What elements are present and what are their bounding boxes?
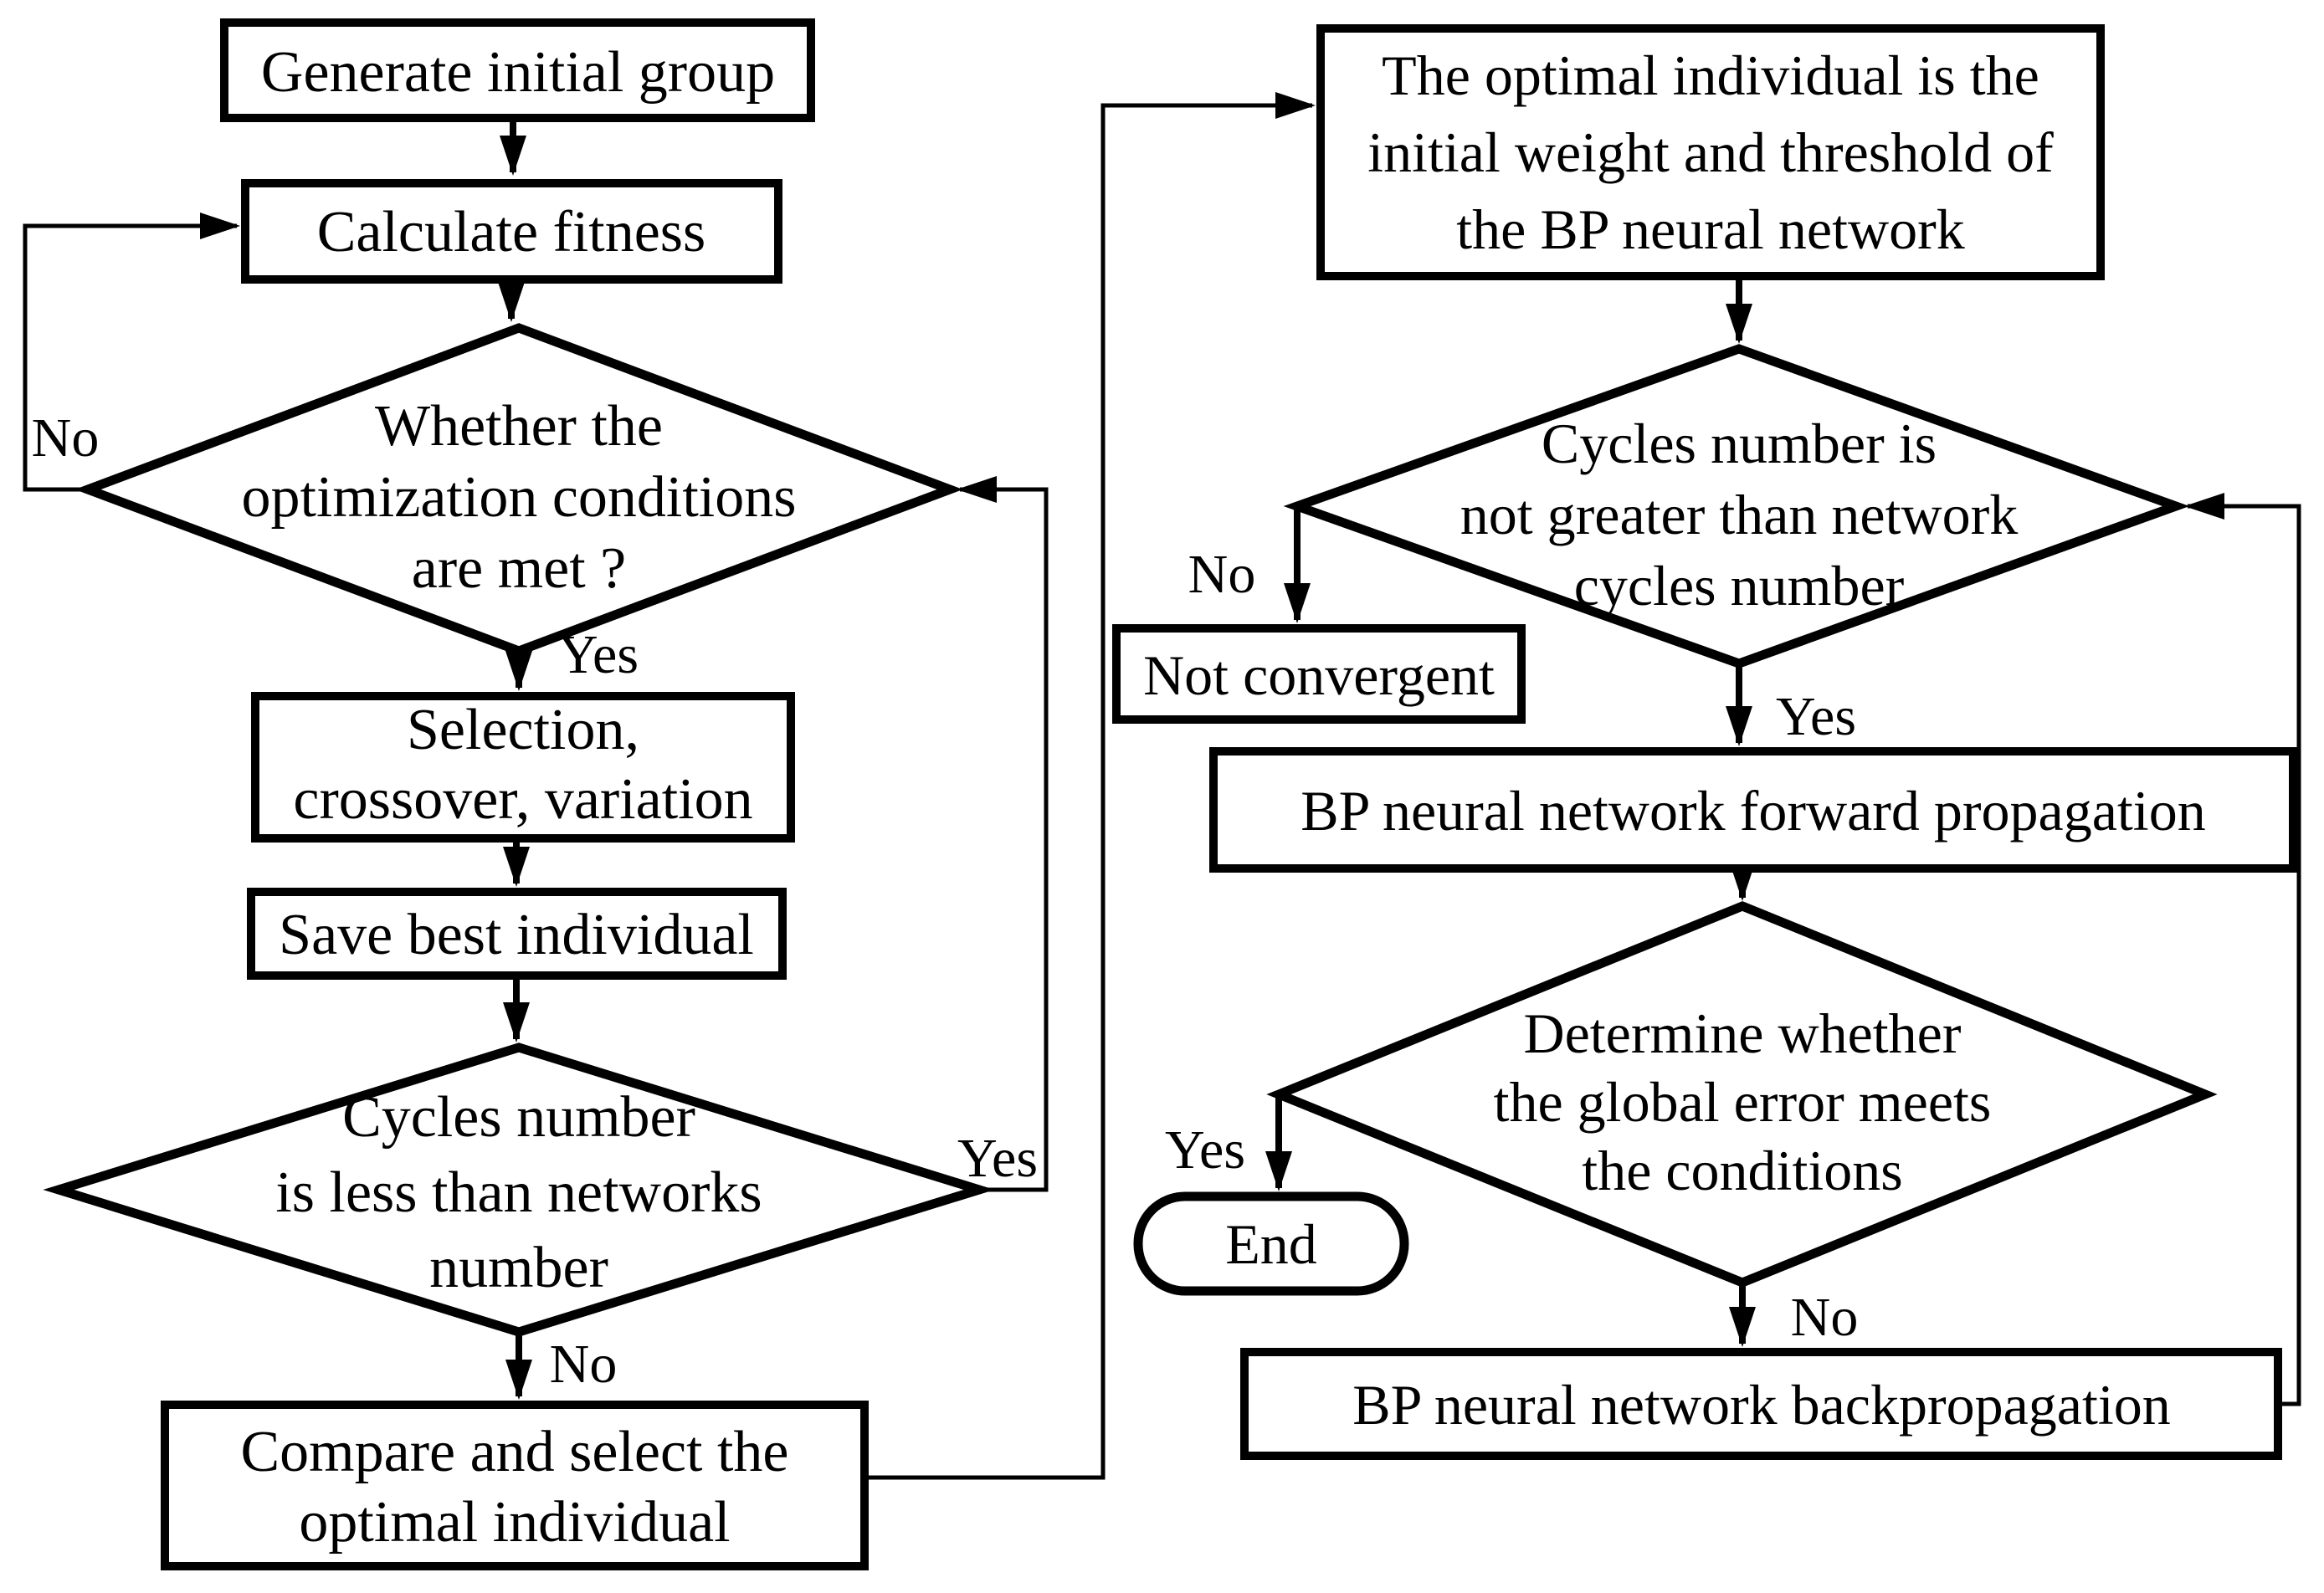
- process-save-best-individual: Save best individual: [247, 888, 787, 980]
- decision-global-error-meets-text-line-1: the global error meets: [1494, 1070, 1992, 1134]
- decision-cycles-less-than-networks-shape: [43, 1042, 995, 1337]
- process-optimal-individual-initial-weight-text-line-2: the BP neural network: [1456, 197, 1964, 261]
- process-bp-backpropagation-shape: [1240, 1348, 2282, 1460]
- decision-optimization-conditions-text-line-1: optimization conditions: [242, 465, 797, 530]
- edge-label-optimization-no: No: [32, 407, 100, 469]
- decision-optimization-conditions-text-line-2: are met ?: [412, 536, 626, 601]
- process-selection-crossover-variation-shape: [251, 692, 795, 843]
- terminator-end-text: End: [1225, 1212, 1317, 1276]
- process-generate-initial-group-text: Generate initial group: [261, 40, 775, 105]
- decision-optimization-conditions-text-line-0: Whether the: [375, 394, 663, 458]
- edge-label-cycles-no: No: [550, 1334, 618, 1395]
- edge-label-cycles-yes: Yes: [957, 1128, 1038, 1189]
- terminator-end-shape: [1133, 1191, 1409, 1296]
- decision-cycles-not-greater-shape: [1283, 344, 2190, 668]
- decision-cycles-less-than-networks: Cycles number is less than networks numb…: [43, 1042, 995, 1337]
- process-not-convergent-shape: [1112, 624, 1526, 724]
- process-not-convergent: Not convergent: [1112, 624, 1526, 724]
- process-selection-crossover-variation: Selection, crossover, variation: [251, 692, 795, 843]
- edge-label-not-greater-no: No: [1188, 544, 1256, 605]
- decision-optimization-conditions-shape: [74, 323, 963, 656]
- process-calculate-fitness-text: Calculate fitness: [317, 200, 706, 264]
- process-bp-backpropagation: BP neural network backpropagation: [1240, 1348, 2282, 1460]
- edge-cycles-yes-loop: [957, 476, 1049, 1192]
- process-not-convergent-text: Not convergent: [1143, 643, 1495, 707]
- process-bp-backpropagation-text: BP neural network backpropagation: [1352, 1373, 2171, 1437]
- process-bp-forward-propagation-shape: [1209, 747, 2297, 873]
- decision-cycles-less-than-networks-text-line-0: Cycles number: [342, 1085, 695, 1150]
- process-compare-select-optimal-text-line-1: optimal individual: [299, 1490, 730, 1555]
- decision-cycles-less-than-networks-text-line-1: is less than networks: [275, 1160, 762, 1225]
- process-generate-initial-group-shape: [220, 18, 815, 122]
- process-generate-initial-group: Generate initial group: [220, 18, 815, 122]
- process-optimal-individual-initial-weight-shape: [1316, 24, 2105, 280]
- decision-global-error-meets: Determine whether the global error meets…: [1266, 901, 2218, 1288]
- process-optimal-individual-initial-weight: The optimal individual is the initial we…: [1316, 24, 2105, 280]
- edge-label-global-error-yes: Yes: [1165, 1119, 1245, 1181]
- process-selection-crossover-variation-text-line-0: Selection,: [407, 698, 639, 762]
- process-optimal-individual-initial-weight-text-line-0: The optimal individual is the: [1382, 44, 2039, 107]
- edge-label-global-error-no: No: [1791, 1287, 1859, 1348]
- decision-cycles-not-greater-text-line-1: not greater than network: [1460, 483, 2019, 546]
- terminator-end: End: [1133, 1191, 1409, 1296]
- decision-cycles-not-greater-text-line-2: cycles number: [1574, 554, 1905, 617]
- decision-cycles-less-than-networks-text-line-2: number: [429, 1236, 608, 1300]
- process-bp-forward-propagation-text: BP neural network forward propagation: [1301, 779, 2205, 843]
- process-calculate-fitness: Calculate fitness: [241, 179, 782, 284]
- process-save-best-individual-shape: [247, 888, 787, 980]
- process-bp-forward-propagation: BP neural network forward propagation: [1209, 747, 2297, 873]
- process-compare-select-optimal-shape: [161, 1401, 869, 1570]
- process-compare-select-optimal-text-line-0: Compare and select the: [240, 1420, 788, 1484]
- process-save-best-individual-text: Save best individual: [279, 903, 754, 967]
- decision-cycles-not-greater-text-line-0: Cycles number is: [1542, 412, 1937, 475]
- decision-global-error-meets-text-line-0: Determine whether: [1524, 1001, 1962, 1065]
- edge-optimization-no-loop: [23, 213, 240, 492]
- process-optimal-individual-initial-weight-text-line-1: initial weight and threshold of: [1367, 120, 2054, 184]
- edge-compare-to-optimal-individual: [864, 92, 1316, 1480]
- process-selection-crossover-variation-text-line-1: crossover, variation: [293, 767, 752, 832]
- edge-label-optimization-yes: Yes: [558, 624, 639, 685]
- edge-label-not-greater-yes: Yes: [1776, 686, 1856, 747]
- edge-backprop-loop: [2184, 493, 2301, 1406]
- decision-global-error-meets-text-line-2: the conditions: [1582, 1139, 1902, 1202]
- decision-optimization-conditions: Whether the optimization conditions are …: [74, 323, 963, 656]
- process-calculate-fitness-shape: [241, 179, 782, 284]
- process-compare-select-optimal: Compare and select the optimal individua…: [161, 1401, 869, 1570]
- decision-global-error-meets-shape: [1266, 901, 2218, 1288]
- decision-cycles-not-greater: Cycles number is not greater than networ…: [1283, 344, 2190, 668]
